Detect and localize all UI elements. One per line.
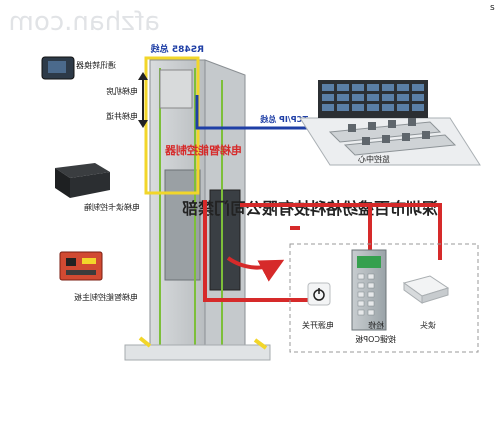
svg-text:RS485 总线: RS485 总线 xyxy=(151,43,204,55)
control-cabinet xyxy=(159,69,193,109)
card-reader-label: 读头 xyxy=(420,320,436,330)
tcpip-line xyxy=(195,95,320,130)
power-switch xyxy=(307,282,331,306)
watermark: afzhan.com xyxy=(9,7,160,37)
corner-mark: s xyxy=(490,3,495,13)
panel-group-box xyxy=(289,243,479,353)
cop-sub-label: 检修 xyxy=(368,320,384,330)
cop-panel xyxy=(351,249,387,331)
red-wiring xyxy=(203,200,442,302)
reader-controller-label: 电梯读卡控制箱 xyxy=(84,202,140,212)
power-switch-label: 电源开关 xyxy=(302,320,334,330)
rs485-label: RS485 总线 xyxy=(151,43,204,55)
controller-unit-label: 电梯智能控制器 xyxy=(164,143,242,157)
cop-panel-label: 按键COP板 xyxy=(355,334,396,344)
shaft-label: 电梯井道 xyxy=(106,111,138,121)
main-board xyxy=(59,251,103,281)
tcpip-label: TCP/IP 总线 xyxy=(260,114,308,124)
card-reader xyxy=(402,275,450,304)
company-banner: 深圳市百盛纷格科技有限公司门禁部 xyxy=(182,199,438,218)
svg-text:深圳市百盛纷格科技有限公司门禁部: 深圳市百盛纷格科技有限公司门禁部 xyxy=(182,199,438,218)
monitor-center-label: 监控中心 xyxy=(358,154,390,164)
monitor-center xyxy=(299,80,481,166)
svg-text:afzhan.com: afzhan.com xyxy=(9,7,160,37)
svg-text:TCP/IP 总线: TCP/IP 总线 xyxy=(260,114,308,124)
machine-room-label: 电梯机房 xyxy=(106,86,138,96)
converter-label: 通讯转换器 xyxy=(76,60,116,70)
flow-arrow xyxy=(226,256,285,282)
converter-device xyxy=(41,56,75,80)
main-board-label: 电梯智能控制主板 xyxy=(74,292,138,302)
reader-control-box xyxy=(55,163,110,198)
vertical-arrow xyxy=(138,72,148,128)
